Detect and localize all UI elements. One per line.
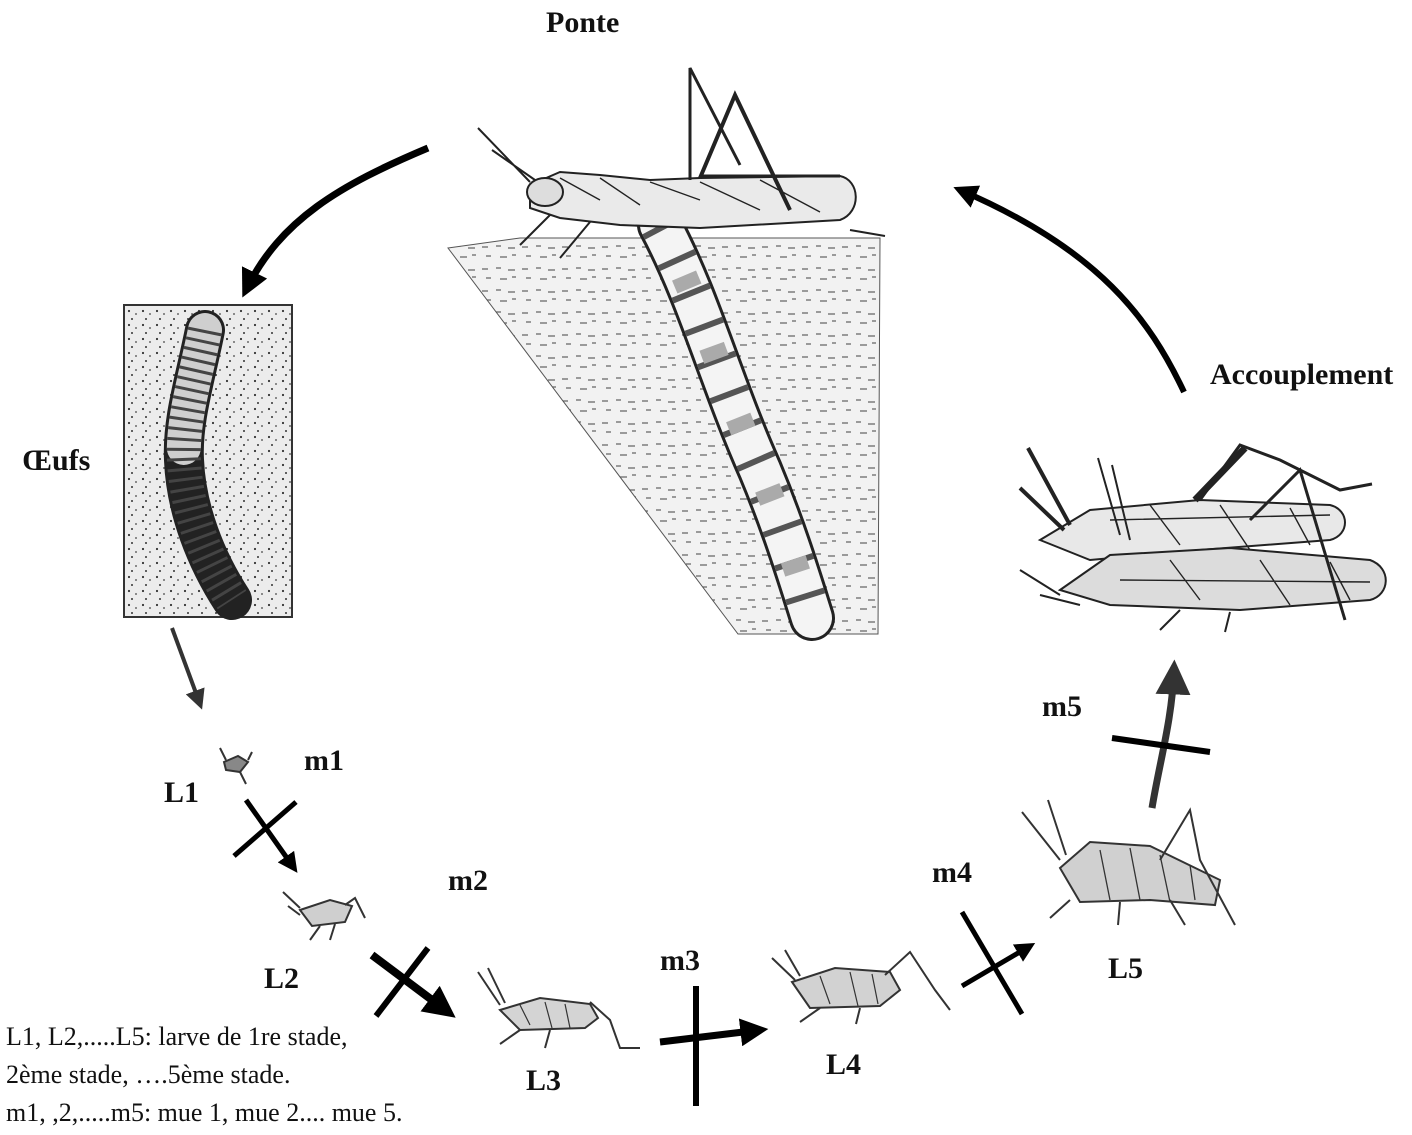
label-m1: m1 <box>304 744 344 778</box>
legend-line-2: 2ème stade, ….5ème stade. <box>6 1056 402 1094</box>
moult-bar-m2 <box>376 948 428 1016</box>
label-oeufs: Œufs <box>22 444 90 478</box>
arrow-L3-to-L4 <box>660 1030 760 1042</box>
nymph-L1 <box>220 748 252 784</box>
label-m2: m2 <box>448 864 488 898</box>
moult-bar-m4 <box>962 912 1022 1014</box>
egg-pod-illustration <box>124 305 292 617</box>
label-m3: m3 <box>660 944 700 978</box>
label-L2: L2 <box>264 962 299 996</box>
legend-note: L1, L2,.....L5: larve de 1re stade, 2ème… <box>6 1018 402 1132</box>
legend-line-1: L1, L2,.....L5: larve de 1re stade, <box>6 1018 402 1056</box>
label-m5: m5 <box>1042 690 1082 724</box>
arrow-accouplement-to-ponte <box>960 190 1184 392</box>
nymph-L2 <box>283 892 365 940</box>
moult-bar-m1 <box>234 802 296 856</box>
arrow-oeufs-to-L1 <box>172 628 200 704</box>
nymph-L3 <box>478 968 640 1048</box>
label-m4: m4 <box>932 856 972 890</box>
label-accouplement: Accouplement <box>1210 358 1393 392</box>
nymph-L5 <box>1022 800 1235 925</box>
label-L5: L5 <box>1108 952 1143 986</box>
legend-line-3: m1, ,2,.....m5: mue 1, mue 2.... mue 5. <box>6 1094 402 1132</box>
mating-locusts-illustration <box>1020 445 1386 632</box>
label-L4: L4 <box>826 1048 861 1082</box>
label-ponte: Ponte <box>546 6 619 40</box>
label-L3: L3 <box>526 1064 561 1098</box>
arrow-ponte-to-oeufs <box>246 148 428 290</box>
arrow-L5-to-adult <box>1152 670 1174 808</box>
label-L1: L1 <box>164 776 199 810</box>
laying-locust-illustration <box>448 68 885 634</box>
nymph-L4 <box>772 950 950 1024</box>
